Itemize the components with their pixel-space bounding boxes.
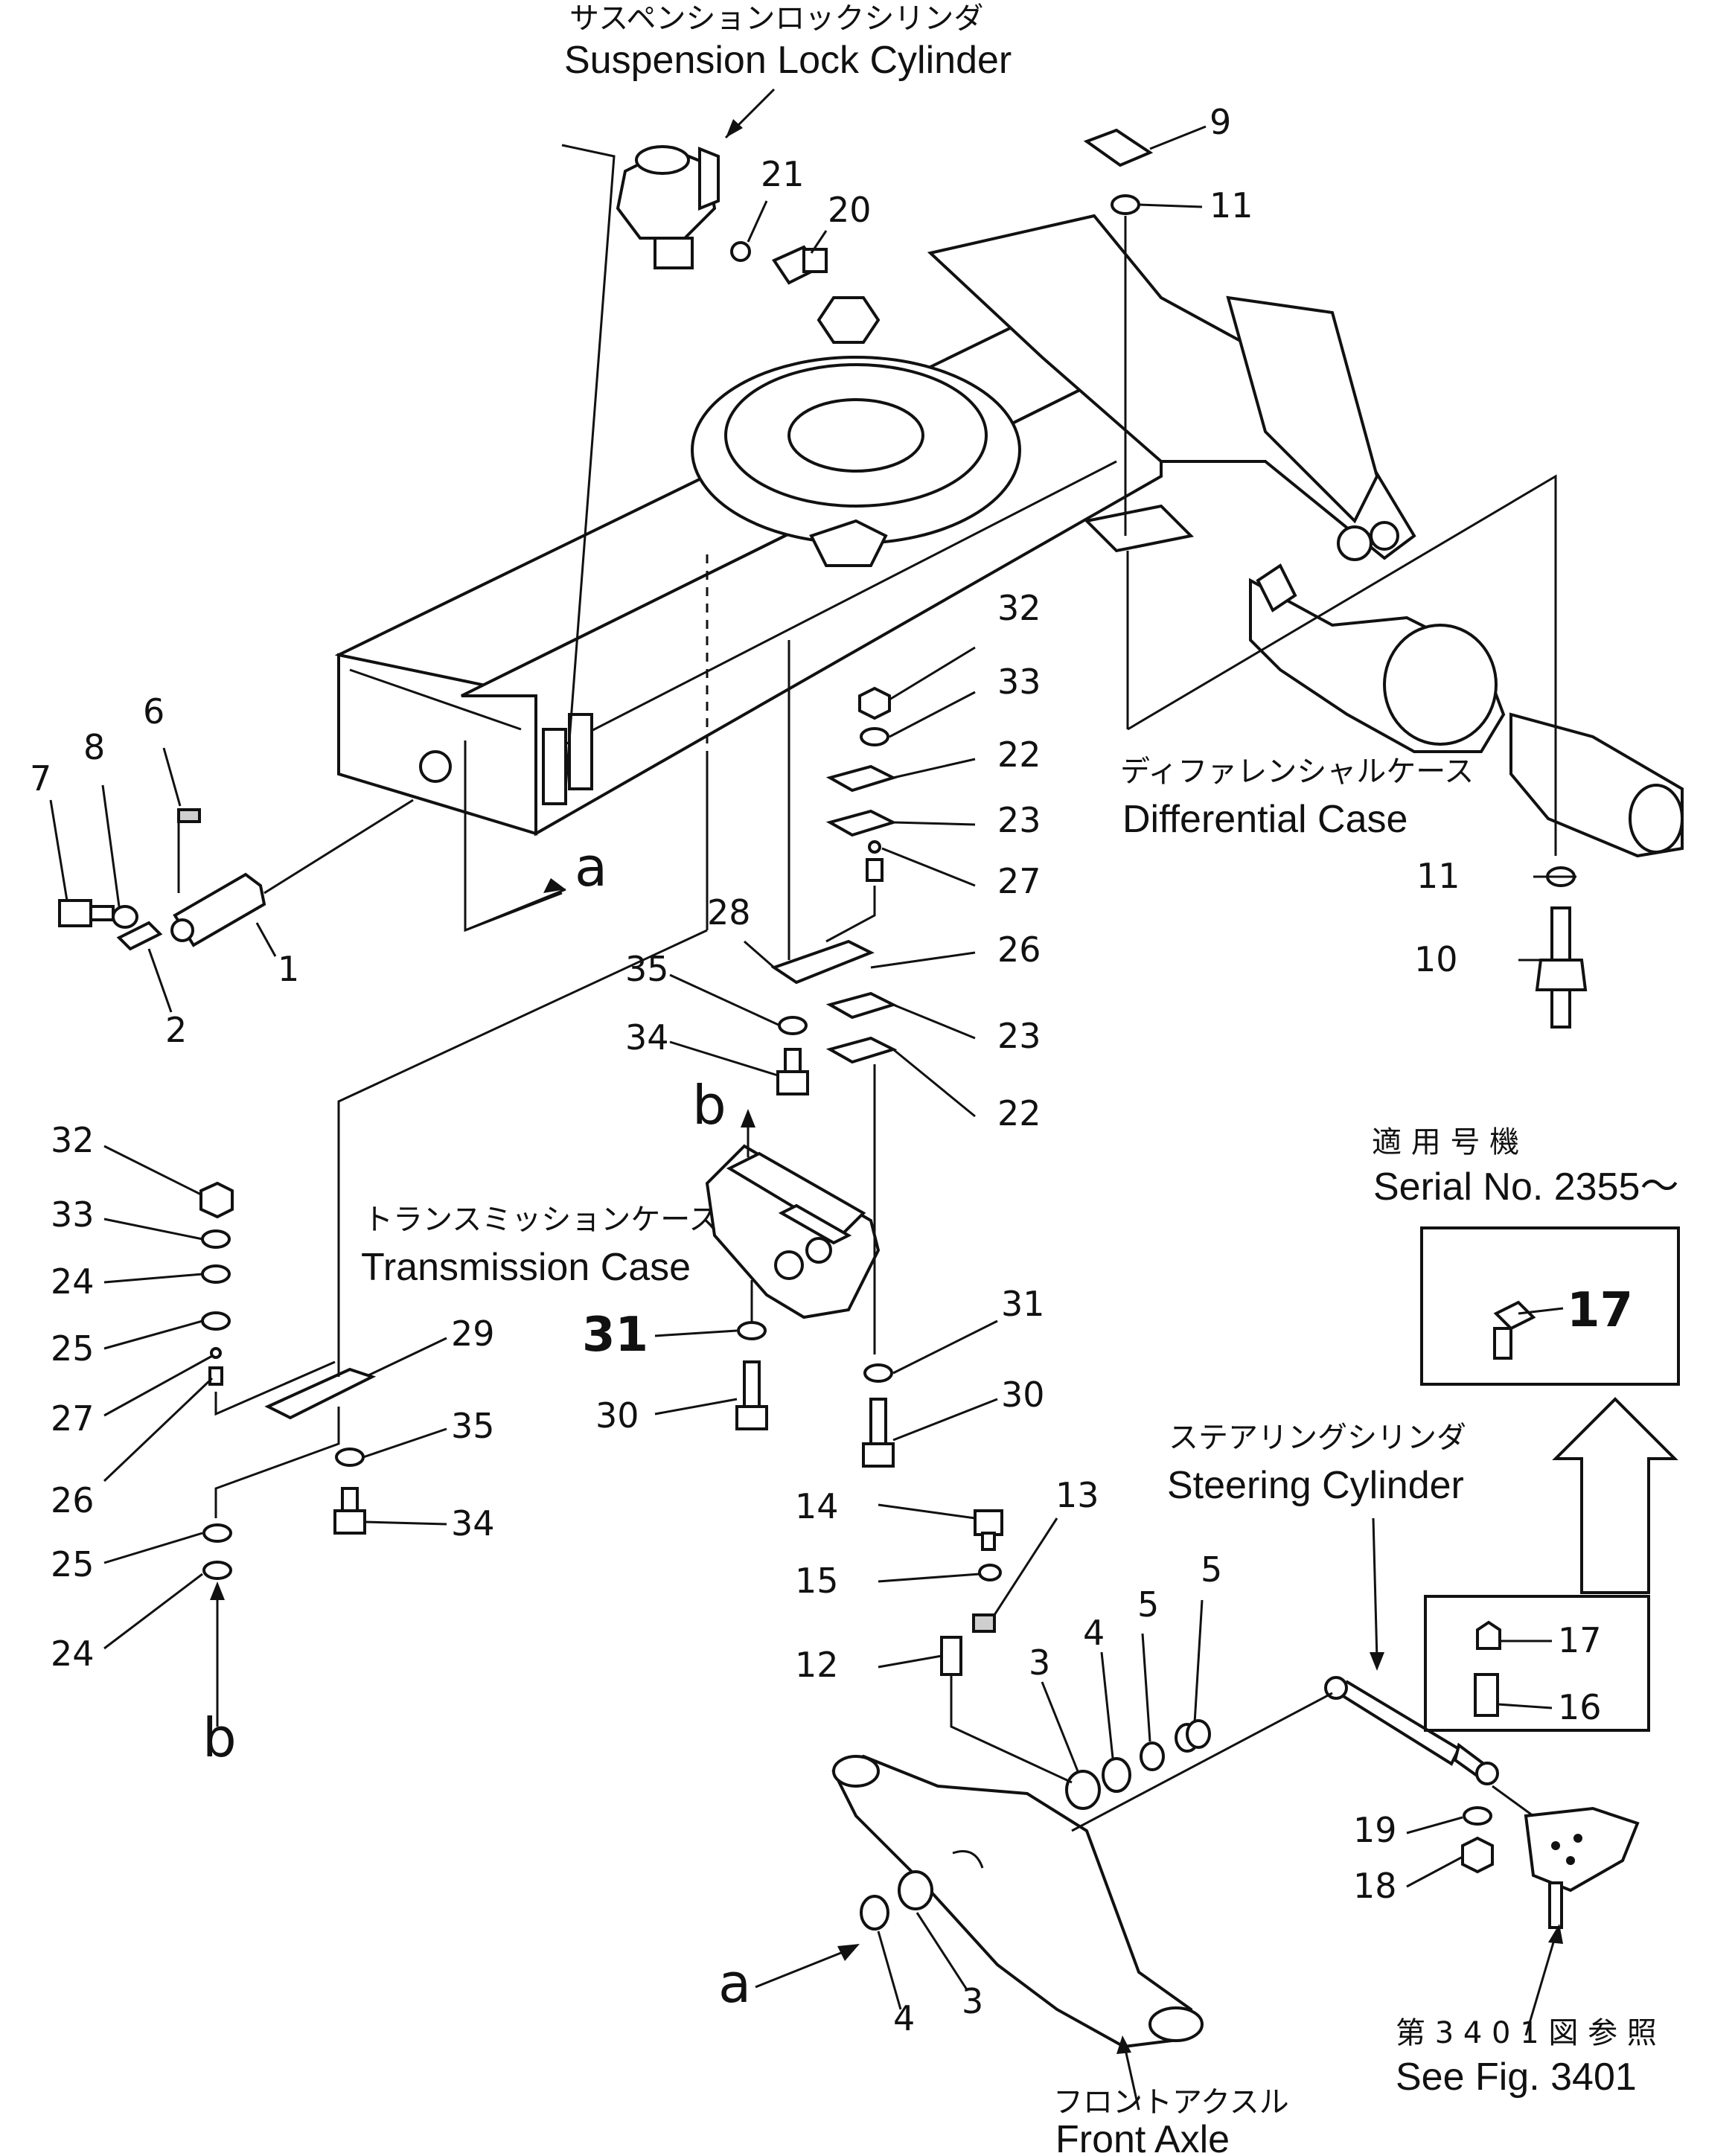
part-number-25-upper: 25 xyxy=(51,1328,95,1369)
see-fig-jp: 第 3 4 0 1 図 参 照 xyxy=(1396,2016,1657,2050)
part-number-23-upper: 23 xyxy=(997,800,1041,840)
part-number-15: 15 xyxy=(795,1561,839,1601)
transmission-case-en: Transmission Case xyxy=(361,1246,691,1289)
suspension-lock-cylinder xyxy=(616,145,828,285)
part-number-2: 2 xyxy=(165,1010,187,1050)
part-number-31-right: 31 xyxy=(1001,1284,1045,1324)
part-number-17-serial: 17 xyxy=(1567,1283,1633,1338)
part-number-7: 7 xyxy=(30,758,51,799)
part-number-22-upper: 22 xyxy=(997,735,1041,775)
part-number-26-left: 26 xyxy=(51,1480,95,1520)
part-number-20: 20 xyxy=(828,190,872,230)
main-frame xyxy=(334,214,1416,837)
part-number-33-left: 33 xyxy=(51,1194,95,1235)
serial-jp: 適 用 号 機 xyxy=(1372,1125,1519,1159)
reference-letters: a b b a xyxy=(202,836,751,2015)
differential-case xyxy=(1249,563,1684,858)
part-number-24-upper: 24 xyxy=(51,1261,95,1302)
part-number-16: 16 xyxy=(1558,1687,1602,1727)
part-number-14: 14 xyxy=(795,1486,839,1526)
part-number-1: 1 xyxy=(278,949,299,989)
part-number-25-lower: 25 xyxy=(51,1544,95,1584)
part-number-13: 13 xyxy=(1055,1475,1099,1515)
part-number-23-lower: 23 xyxy=(997,1016,1041,1056)
part-number-32-left: 32 xyxy=(51,1120,95,1160)
part-number-35-left: 35 xyxy=(451,1406,495,1446)
part-number-33-mid: 33 xyxy=(997,662,1041,702)
front-axle-jp: フロントアクスル xyxy=(1053,2085,1289,2120)
part-numbers: 9 11 21 20 32 33 22 23 27 26 23 22 28 35… xyxy=(30,102,1633,2038)
part-number-34-left: 34 xyxy=(451,1503,495,1544)
part-number-27-left: 27 xyxy=(51,1398,95,1439)
part-number-22-lower: 22 xyxy=(997,1093,1041,1133)
ref-a-top: a xyxy=(575,836,607,898)
part-number-27-mid: 27 xyxy=(997,861,1041,901)
steering-cylinder xyxy=(1324,1676,1640,1929)
part-number-30-right: 30 xyxy=(1001,1375,1045,1415)
differential-case-jp: ディファレンシャルケース xyxy=(1120,755,1474,789)
leader-lines xyxy=(49,88,1576,2111)
small-parts xyxy=(58,128,1588,1931)
part-number-5-b: 5 xyxy=(1201,1549,1222,1590)
serial-en: Serial No. 2355～ xyxy=(1373,1165,1678,1209)
part-number-34-mid: 34 xyxy=(625,1017,669,1058)
part-number-31-left: 31 xyxy=(582,1308,648,1363)
steering-cylinder-jp: ステアリングシリンダ xyxy=(1169,1421,1466,1455)
serial-box xyxy=(1420,1226,1680,1386)
front-axle-en: Front Axle xyxy=(1055,2118,1230,2156)
part-number-11-top: 11 xyxy=(1210,185,1253,225)
part-number-32-mid: 32 xyxy=(997,588,1041,628)
part-number-4-right: 4 xyxy=(1083,1613,1105,1653)
part-number-21: 21 xyxy=(761,154,805,194)
callouts: サスペンションロックシリンダ Suspension Lock Cylinder … xyxy=(361,1,1678,2156)
part-number-10: 10 xyxy=(1414,939,1458,979)
part-number-6: 6 xyxy=(143,691,164,732)
part-number-8: 8 xyxy=(83,727,105,767)
ref-b-bottom: b xyxy=(202,1706,237,1769)
part-number-4-left: 4 xyxy=(893,1998,915,2038)
front-axle xyxy=(831,1754,1204,2049)
see-fig-en: See Fig. 3401 xyxy=(1396,2056,1637,2099)
part-number-24-lower: 24 xyxy=(51,1634,95,1674)
transmission-case xyxy=(705,1144,881,1319)
part-number-29: 29 xyxy=(451,1314,495,1354)
ref-a-bottom: a xyxy=(718,1952,751,2015)
part-number-11-right: 11 xyxy=(1416,856,1460,896)
part-number-28: 28 xyxy=(707,892,751,933)
part-number-9: 9 xyxy=(1210,102,1231,142)
ref-b-mid: b xyxy=(692,1074,726,1136)
differential-case-en: Differential Case xyxy=(1122,798,1408,841)
upgrade-arrow xyxy=(1552,1397,1678,1594)
part-number-3-left: 3 xyxy=(962,1981,983,2021)
suspension-lock-cylinder-jp: サスペンションロックシリンダ xyxy=(569,1,983,36)
steering-cylinder-en: Steering Cylinder xyxy=(1167,1464,1464,1507)
suspension-lock-cylinder-en: Suspension Lock Cylinder xyxy=(564,39,1012,82)
detail-box xyxy=(1424,1595,1650,1732)
part-number-26-mid: 26 xyxy=(997,930,1041,970)
part-number-17-box: 17 xyxy=(1558,1620,1602,1660)
part-number-19: 19 xyxy=(1353,1810,1397,1850)
part-number-35-mid: 35 xyxy=(625,949,669,989)
part-number-18: 18 xyxy=(1353,1866,1397,1906)
part-number-5-a: 5 xyxy=(1137,1584,1159,1625)
part-number-30-left: 30 xyxy=(595,1395,639,1436)
part-number-12: 12 xyxy=(795,1645,839,1685)
transmission-case-jp: トランスミッションケース xyxy=(363,1203,718,1237)
part-number-3-right: 3 xyxy=(1029,1642,1050,1683)
